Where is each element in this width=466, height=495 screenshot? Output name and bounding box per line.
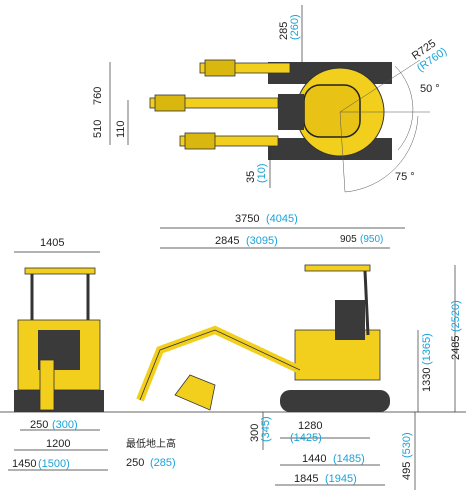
counterweight-height-value: 1330 [421,368,433,392]
tumbler-distance-value: 1280 [298,420,322,432]
front-view: 1405 250 (300) 1200 1450 (1500) [8,237,108,471]
offset-760: 760 [92,87,104,105]
blade-height-alt: (345) [260,416,272,442]
ground-495-value: 495 [401,462,413,480]
overall-width-value: 1450 [12,458,36,470]
counterweight-height-alt: (1365) [421,333,433,365]
overall-length-value: 3750 [235,213,259,225]
top-view: 285 (260) R725 (R760) 50 ° 75 ° 760 510 … [92,5,449,193]
track-1845-value: 1845 [294,473,318,485]
swing-bracket [278,94,304,130]
side-bucket [174,374,216,411]
front-tracks [14,390,104,412]
arm-offset-top-value: 285 [278,22,290,40]
tumbler-distance-alt: (1425) [290,432,322,444]
side-view: 3750 (4045) 2845 (3095) 905 (950) 2485 (… [0,213,466,490]
offset-35-value: 35 [245,171,257,183]
tail-905-alt: (950) [360,234,383,245]
min-ground-clearance-alt: (285) [150,457,176,469]
shoe-width-alt: (300) [52,419,78,431]
min-ground-clearance-value: 250 [126,457,144,469]
booms [149,59,291,150]
side-canopy [304,264,371,272]
ground-495-alt: (530) [401,432,413,458]
offset-35-alt: (10) [256,163,268,183]
min-ground-clearance-label: 最低地上高 [126,437,176,450]
overall-height-value: 2485 [450,336,462,360]
length-2845-value: 2845 [215,235,239,247]
offset-510: 510 [92,120,104,138]
arm-offset-top-alt: (260) [289,14,301,40]
offset-110: 110 [115,120,127,138]
shoe-width-value: 250 [30,419,48,431]
track-gauge: 1200 [46,438,70,450]
angle-right: 50 ° [420,83,440,95]
track-1440-value: 1440 [302,453,326,465]
front-boom [39,359,55,411]
overall-height-alt: (2520) [450,300,462,332]
swing-arc-left [344,115,419,193]
track-1845-alt: (1945) [325,473,357,485]
cab-roof [303,84,361,138]
angle-left: 75 ° [395,171,415,183]
length-2845-alt: (3095) [246,235,278,247]
side-boom [136,325,302,402]
overall-length-alt: (4045) [266,213,298,225]
overall-width-alt: (1500) [38,458,70,470]
side-cab [335,300,365,340]
tail-905-value: 905 [340,234,357,245]
front-canopy [24,267,96,275]
front-height-1405: 1405 [40,237,64,249]
track-1440-alt: (1485) [333,453,365,465]
blade-height-value: 300 [249,424,261,442]
side-track [280,390,390,412]
swing-arc-right [394,65,414,151]
